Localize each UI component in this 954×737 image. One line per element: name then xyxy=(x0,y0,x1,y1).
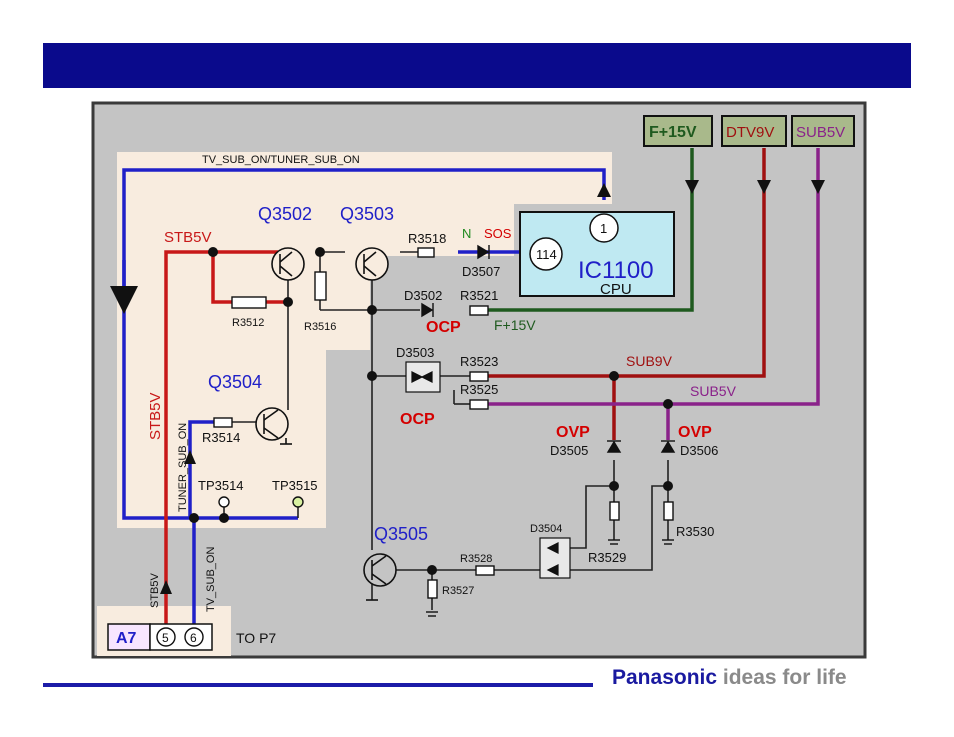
standby-region xyxy=(117,152,612,528)
test-point-label-tp3515: TP3515 xyxy=(272,478,318,493)
resistor-label-r3529: R3529 xyxy=(588,550,626,565)
net-label-tuner-sub-on: TUNER_SUB_ON xyxy=(177,423,189,512)
diode-d3507 xyxy=(477,244,490,260)
diode-d3503 xyxy=(405,361,441,393)
arrow-up-tv xyxy=(184,450,196,464)
test-point-label-tp3514: TP3514 xyxy=(198,478,244,493)
resistor-r3525 xyxy=(469,399,489,410)
test-point-tp3514 xyxy=(218,496,230,508)
resistor-label-r3527: R3527 xyxy=(442,585,474,597)
transistor-q3503 xyxy=(355,247,389,281)
resistor-r3530 xyxy=(663,501,674,521)
resistor-r3516 xyxy=(314,271,327,301)
transistor-label-q3505: Q3505 xyxy=(374,524,428,544)
diode-d3506 xyxy=(660,440,676,453)
resistor-label-r3516: R3516 xyxy=(304,321,336,333)
ocp-label-2: OCP xyxy=(400,411,435,428)
net-label-stb5v: STB5V xyxy=(164,229,212,246)
resistor-r3518 xyxy=(417,247,435,258)
transistor-label-q3503: Q3503 xyxy=(340,204,394,224)
connector-a7 xyxy=(107,623,151,651)
ic-subtitle: CPU xyxy=(600,281,632,298)
wire-tv-sub-on xyxy=(122,168,606,632)
ic-pin-1 xyxy=(589,213,619,243)
resistor-r3528 xyxy=(475,565,495,576)
net-label-sub5v: SUB5V xyxy=(690,383,737,399)
transistor-label-q3504: Q3504 xyxy=(208,372,262,392)
rail-tag-f15v xyxy=(643,115,713,147)
resistor-r3521 xyxy=(469,305,489,316)
arrow-up-stb5v xyxy=(160,580,172,594)
brand-logo: Panasonic ideas for life xyxy=(612,666,847,690)
brand-tagline: ideas for life xyxy=(722,666,847,689)
ic-pin-114 xyxy=(529,237,563,271)
transistor-q3504 xyxy=(255,407,292,445)
ground-symbols xyxy=(426,539,674,617)
title-bar xyxy=(43,43,911,88)
ic-pin-1-label: 1 xyxy=(600,221,607,236)
resistor-label-r3518: R3518 xyxy=(408,231,446,246)
net-label-stb5v-vertical: STB5V xyxy=(147,392,164,440)
transistor-q3505 xyxy=(363,553,397,601)
ic-pin-114-label: 114 xyxy=(536,247,557,262)
resistor-r3512 xyxy=(231,296,267,309)
arrow-up-tuner xyxy=(597,183,611,197)
diode-label-d3507: D3507 xyxy=(462,264,500,279)
resistor-label-r3523: R3523 xyxy=(460,354,498,369)
rail-tag-label-f15v: F+15V xyxy=(649,124,697,141)
brand-name: Panasonic xyxy=(612,666,718,689)
diode-d3504 xyxy=(539,537,571,579)
resistor-label-r3528: R3528 xyxy=(460,553,492,565)
diode-label-d3504: D3504 xyxy=(530,523,562,535)
resistor-r3529 xyxy=(609,501,620,521)
connector-label-a7: A7 xyxy=(116,630,137,647)
diode-label-d3503: D3503 xyxy=(396,345,434,360)
resistor-label-r3512: R3512 xyxy=(232,317,264,329)
resistor-r3523 xyxy=(469,371,489,382)
diode-label-d3506: D3506 xyxy=(680,443,718,458)
ovp-label-1: OVP xyxy=(556,424,590,441)
diode-d3505 xyxy=(606,440,622,453)
diode-label-d3502: D3502 xyxy=(404,288,442,303)
net-label-sub9v: SUB9V xyxy=(626,353,673,369)
sos-label: SOS xyxy=(484,226,512,241)
rail-tag-label-sub5v: SUB5V xyxy=(796,124,845,141)
resistor-label-r3514: R3514 xyxy=(202,430,240,445)
sos-n-label: N xyxy=(462,226,471,241)
diode-d3502 xyxy=(421,302,434,318)
connector-pin-6 xyxy=(184,627,204,647)
ic-name: IC1100 xyxy=(578,257,654,284)
resistor-label-r3525: R3525 xyxy=(460,382,498,397)
connector-pin-6-label: 6 xyxy=(190,631,197,645)
net-label-tv-sub-on: TV_SUB_ON xyxy=(205,547,217,612)
transistor-q3502 xyxy=(271,247,305,281)
resistor-label-r3521: R3521 xyxy=(460,288,498,303)
net-label-stb5v-connector: STB5V xyxy=(149,572,161,608)
test-point-tp3515 xyxy=(292,496,304,508)
resistor-label-r3530: R3530 xyxy=(676,524,714,539)
connector-to-label: TO P7 xyxy=(236,630,276,646)
transistor-label-q3502: Q3502 xyxy=(258,204,312,224)
resistor-r3514 xyxy=(213,417,233,428)
ovp-label-2: OVP xyxy=(678,424,712,441)
footer-line xyxy=(43,683,593,687)
connector-pin-5-label: 5 xyxy=(162,631,169,645)
rail-tag-label-dtv9v: DTV9V xyxy=(726,124,774,141)
diode-label-d3505: D3505 xyxy=(550,443,588,458)
ocp-label-1: OCP xyxy=(426,319,461,336)
net-label-f15v: F+15V xyxy=(494,317,536,333)
net-label-tv-sub-on-tuner: TV_SUB_ON/TUNER_SUB_ON xyxy=(202,154,360,166)
resistor-r3527 xyxy=(427,579,438,599)
connector-pin-5 xyxy=(156,627,176,647)
junctions xyxy=(189,247,673,575)
rail-tag-sub5v xyxy=(791,115,855,147)
rail-tag-dtv9v xyxy=(721,115,787,147)
